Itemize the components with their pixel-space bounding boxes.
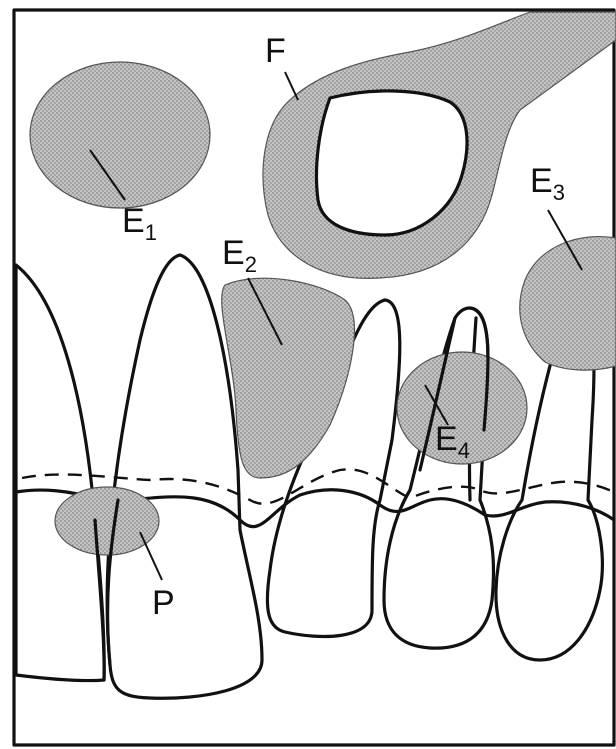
label-f: F [265, 32, 286, 70]
label-e3: E3 [530, 162, 565, 205]
lesion-e3 [520, 237, 616, 371]
lesion-p [55, 487, 159, 555]
label-e2: E2 [222, 234, 257, 277]
lesion-e1 [30, 62, 210, 208]
tooth-1 [16, 265, 104, 681]
label-p: P [152, 584, 175, 622]
label-e1: E1 [122, 202, 157, 245]
leader-f [285, 72, 298, 100]
